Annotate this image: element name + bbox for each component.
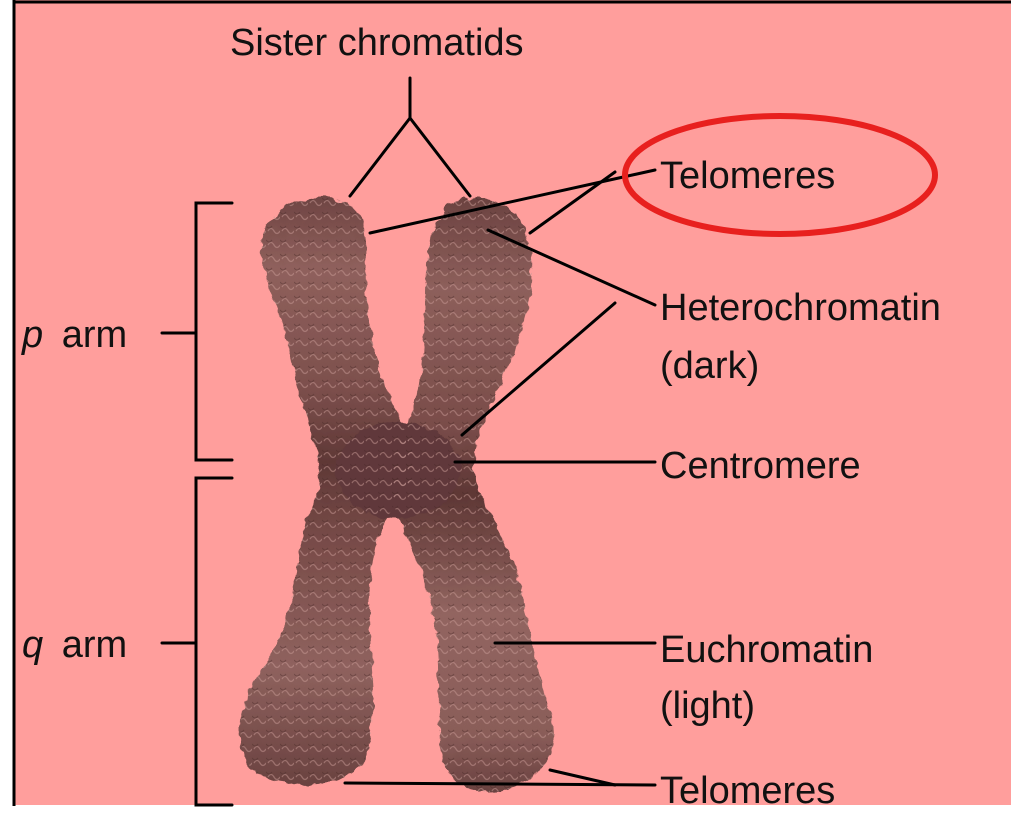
q-letter: q	[22, 624, 43, 666]
euchromatin-label: Euchromatin	[660, 629, 873, 671]
heterochromatin-label: Heterochromatin	[660, 287, 941, 329]
q-arm-label: q arm	[22, 624, 127, 666]
telomeres-bottom-label: Telomeres	[660, 770, 835, 812]
centromere-label: Centromere	[660, 445, 861, 487]
euchromatin-note: (light)	[660, 685, 755, 727]
sister-chromatids-label: Sister chromatids	[230, 22, 524, 64]
p-arm-label: p arm	[21, 314, 127, 356]
q-arm-word: arm	[62, 624, 127, 666]
telomeres-top-label: Telomeres	[660, 155, 835, 197]
heterochromatin-note: (dark)	[660, 345, 759, 387]
p-arm-word: arm	[62, 314, 127, 356]
p-letter: p	[21, 314, 43, 356]
